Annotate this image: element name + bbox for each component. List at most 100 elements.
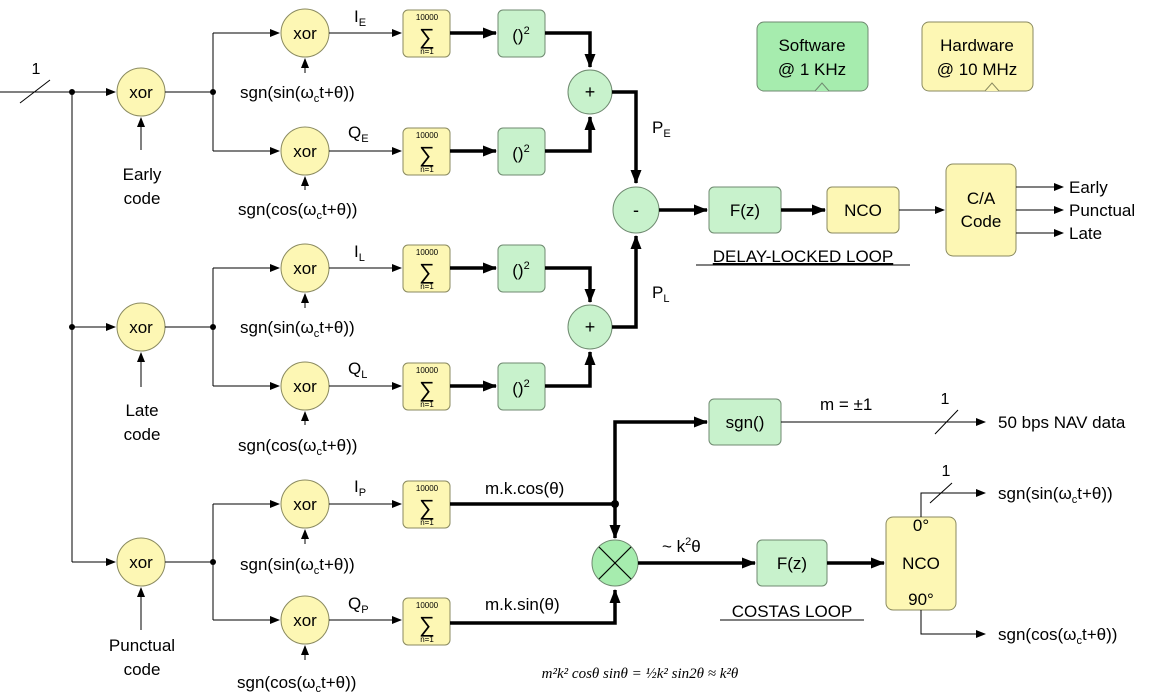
late-adder: + PL <box>567 235 669 350</box>
ca-code-generator: C/A Code Early Punctual Late <box>945 163 1135 257</box>
svg-text:n=1: n=1 <box>420 518 434 527</box>
svg-text:n=1: n=1 <box>420 400 434 409</box>
svg-text:10000: 10000 <box>416 366 439 375</box>
IL-label: IL <box>354 242 365 264</box>
svg-text:∑: ∑ <box>419 142 435 167</box>
m-pm1-label: m = ±1 <box>820 395 872 414</box>
nav-bus-label: 1 <box>941 391 950 408</box>
svg-text:()2: ()2 <box>512 260 529 280</box>
punctual-code-label-1: Punctual <box>109 636 175 655</box>
svg-text:n=1: n=1 <box>420 165 434 174</box>
svg-text:sgn(): sgn() <box>726 413 765 432</box>
svg-text:∑: ∑ <box>419 612 435 637</box>
punctual-xor: xor Punctual code <box>109 500 280 679</box>
late-xor: xor Late code <box>116 264 280 444</box>
out-sgn-cos: sgn(cos(ωct+θ)) <box>998 625 1117 647</box>
costas-bus-label: 1 <box>942 463 951 480</box>
svg-text:xor: xor <box>293 377 317 396</box>
svg-text:@ 1 KHz: @ 1 KHz <box>778 60 846 79</box>
branch-IP: xor sgn(sin(ωct+θ)) IP 10000 ∑ n=1 m.k.c… <box>240 477 615 577</box>
IP-label: IP <box>354 477 366 499</box>
svg-text:n=1: n=1 <box>420 282 434 291</box>
svg-text:xor: xor <box>129 318 153 337</box>
svg-text:C/A: C/A <box>967 189 996 208</box>
costas-branch <box>609 416 708 539</box>
early-code-label-1: Early <box>123 165 162 184</box>
sgn-cos-E: sgn(cos(ωct+θ)) <box>238 200 357 222</box>
dll-nco: NCO <box>826 186 945 234</box>
svg-text:∑: ∑ <box>419 377 435 402</box>
svg-text:10000: 10000 <box>416 601 439 610</box>
QL-label: QL <box>348 359 367 381</box>
svg-text:10000: 10000 <box>416 484 439 493</box>
out-punctual: Punctual <box>1069 201 1135 220</box>
svg-text:90°: 90° <box>908 590 934 609</box>
early-code-label-2: code <box>124 189 161 208</box>
svg-text:NCO: NCO <box>844 201 882 220</box>
svg-text:n=1: n=1 <box>420 635 434 644</box>
svg-text:Code: Code <box>961 212 1002 231</box>
mk-cos-label: m.k.cos(θ) <box>485 479 564 498</box>
out-early: Early <box>1069 178 1108 197</box>
svg-text:@ 10 MHz: @ 10 MHz <box>937 60 1018 79</box>
svg-text:xor: xor <box>129 553 153 572</box>
IE-label: IE <box>354 7 366 29</box>
svg-text:10000: 10000 <box>416 131 439 140</box>
mk-sin-label: m.k.sin(θ) <box>485 595 560 614</box>
svg-text:NCO: NCO <box>902 554 940 573</box>
costas-title: COSTAS LOOP <box>732 602 853 621</box>
early-xor: xor Early code <box>116 29 280 208</box>
svg-text:xor: xor <box>293 142 317 161</box>
svg-text:xor: xor <box>293 24 317 43</box>
PE-label: PE <box>652 118 671 140</box>
sgn-cos-L: sgn(cos(ωct+θ)) <box>238 436 357 458</box>
legend-hardware: Hardware @ 10 MHz <box>921 21 1034 92</box>
sgn-cos-P: sgn(cos(ωct+θ)) <box>237 673 356 695</box>
out-late: Late <box>1069 224 1102 243</box>
PL-label: PL <box>652 283 669 305</box>
input-bus-label: 1 <box>32 61 41 78</box>
legend-software: Software @ 1 KHz <box>756 21 869 92</box>
sgn-block: sgn() 1 m = ±1 50 bps NAV data <box>708 391 1126 446</box>
svg-text:Software: Software <box>778 36 845 55</box>
svg-text:n=1: n=1 <box>420 47 434 56</box>
punctual-code-label-2: code <box>124 660 161 679</box>
svg-text:()2: ()2 <box>512 143 529 163</box>
costas-filter: F(z) <box>756 539 885 587</box>
branch-QE: xor sgn(cos(ωct+θ)) QE 10000 ∑ n=1 ()2 <box>238 116 596 222</box>
sgn-sin-E: sgn(sin(ωct+θ)) <box>240 83 355 105</box>
svg-text:∑: ∑ <box>419 24 435 49</box>
costas-multiplier: ~ k2θ <box>591 536 756 587</box>
svg-text:xor: xor <box>129 83 153 102</box>
QE-label: QE <box>348 123 369 145</box>
svg-text:∑: ∑ <box>419 259 435 284</box>
branch-IE: xor sgn(sin(ωct+θ)) IE 10000 ∑ n=1 ()2 <box>240 7 596 105</box>
svg-text:10000: 10000 <box>416 248 439 257</box>
svg-text:()2: ()2 <box>512 25 529 45</box>
svg-text:-: - <box>633 200 639 220</box>
svg-text:+: + <box>585 82 596 102</box>
svg-text:F(z): F(z) <box>777 554 807 573</box>
out-sgn-sin: sgn(sin(ωct+θ)) <box>998 484 1113 506</box>
nav-data-label: 50 bps NAV data <box>998 413 1126 432</box>
svg-text:xor: xor <box>293 495 317 514</box>
dll-filter: F(z) <box>708 186 826 234</box>
late-code-label-2: code <box>124 425 161 444</box>
branch-IL: xor sgn(sin(ωct+θ)) IL 10000 ∑ n=1 ()2 <box>240 242 596 340</box>
sgn-sin-P: sgn(sin(ωct+θ)) <box>240 555 355 577</box>
svg-text:xor: xor <box>293 611 317 630</box>
difference-node: - <box>612 186 708 234</box>
k2theta-label: ~ k2θ <box>662 536 701 556</box>
branch-QL: xor sgn(cos(ωct+θ)) QL 10000 ∑ n=1 ()2 <box>238 351 596 458</box>
sgn-sin-L: sgn(sin(ωct+θ)) <box>240 318 355 340</box>
early-adder: + PE <box>567 69 671 184</box>
svg-text:F(z): F(z) <box>730 201 760 220</box>
branch-QP: xor sgn(cos(ωct+θ)) QP 10000 ∑ n=1 m.k.s… <box>237 589 621 695</box>
svg-text:0°: 0° <box>913 516 929 535</box>
svg-text:∑: ∑ <box>419 495 435 520</box>
svg-text:+: + <box>585 317 596 337</box>
costas-equation: m²k² cosθ sinθ = ½k² sin2θ ≈ k²θ <box>542 666 739 682</box>
QP-label: QP <box>348 594 369 616</box>
svg-text:()2: ()2 <box>512 378 529 398</box>
